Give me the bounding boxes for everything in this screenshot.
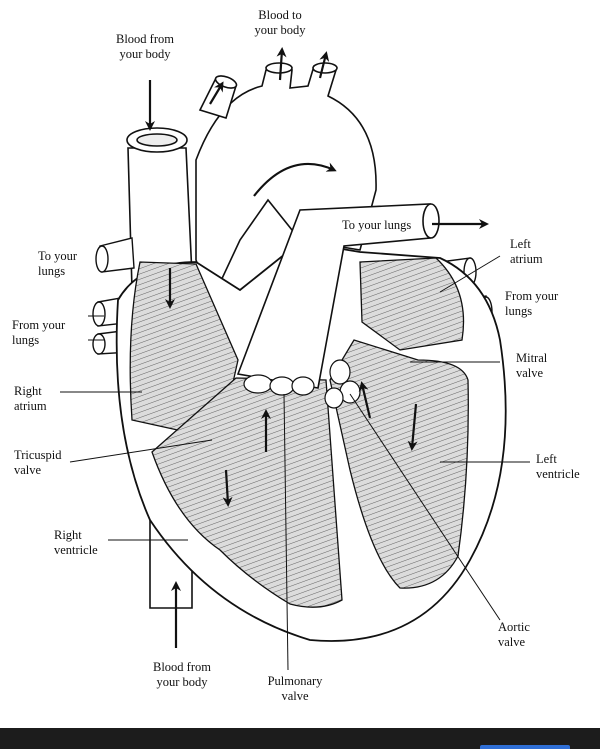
label-right-atrium: Right atrium bbox=[14, 384, 47, 413]
label-mitral-valve: Mitral valve bbox=[516, 351, 548, 380]
flow-arrows bbox=[145, 47, 489, 648]
label-pulmonary-valve: Pulmonary valve bbox=[267, 674, 323, 703]
bottom-bar bbox=[0, 728, 600, 749]
label-to-your-lungs-right: To your lungs bbox=[342, 218, 412, 232]
arrow-lv-down bbox=[407, 403, 418, 451]
arrow-aortic-arch bbox=[253, 162, 337, 197]
accent-indicator bbox=[480, 745, 570, 749]
right-ventricle-chamber bbox=[151, 377, 343, 608]
arrow-aorta-branch bbox=[209, 81, 224, 105]
arrow-aorta-up-1 bbox=[276, 47, 287, 81]
arrow-lv-up bbox=[358, 381, 372, 419]
left-atrium-chamber bbox=[359, 257, 465, 351]
label-blood-from-body-top: Blood from your body bbox=[116, 32, 174, 61]
pulmonary-trunk bbox=[236, 203, 440, 389]
pulmonary-valve-shape bbox=[243, 374, 315, 396]
arrow-rv-down bbox=[222, 469, 233, 507]
label-left-ventricle: Left ventricle bbox=[536, 452, 580, 481]
label-to-your-lungs-left: To your lungs bbox=[38, 249, 78, 278]
label-from-your-lungs-left: From your lungs bbox=[12, 318, 66, 347]
arrow-aorta-up-2 bbox=[318, 51, 330, 79]
label-tricuspid-valve: Tricuspid valve bbox=[14, 448, 62, 477]
label-aortic-valve: Aortic valve bbox=[498, 620, 530, 649]
aortic-valve-shape bbox=[324, 359, 361, 409]
pointer-lines bbox=[60, 255, 530, 671]
left-ventricle-chamber bbox=[329, 339, 469, 589]
label-blood-to-body: Blood to your body bbox=[254, 8, 306, 37]
label-left-atrium: Left atrium bbox=[510, 237, 543, 266]
label-from-your-lungs-right: From your lungs bbox=[505, 289, 559, 318]
label-right-ventricle: Right ventricle bbox=[54, 528, 98, 557]
label-blood-from-body-bottom: Blood from your body bbox=[153, 660, 211, 689]
